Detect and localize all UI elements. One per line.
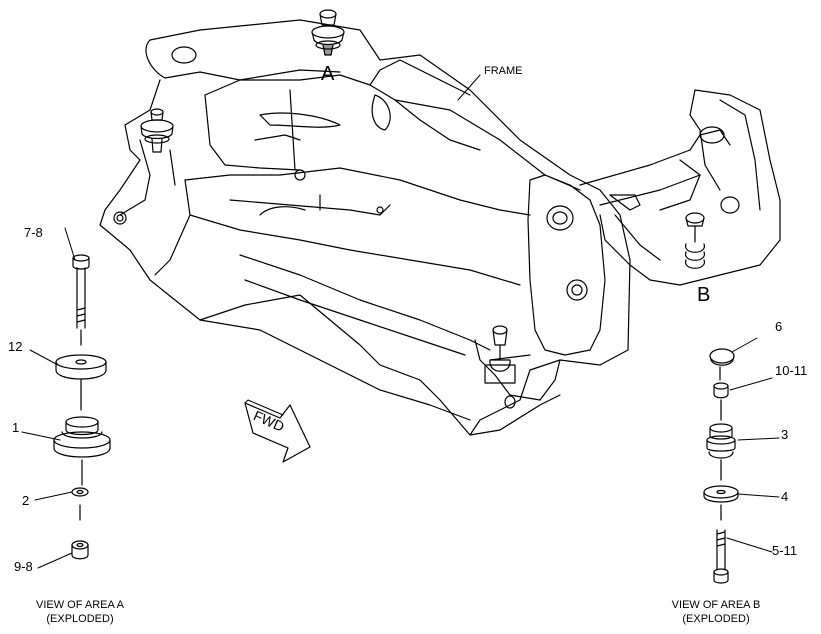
part-label-12: 12 <box>8 339 23 354</box>
caption-a-line1: VIEW OF AREA A <box>35 599 125 611</box>
area-b-label: B <box>697 284 711 306</box>
machine-frame <box>99 19 781 436</box>
part-label-9-8: 9-8 <box>14 559 33 574</box>
frame-label: FRAME <box>484 65 523 77</box>
part-label-6: 6 <box>775 319 783 334</box>
caption-b-line1: VIEW OF AREA B <box>671 599 761 611</box>
area-a-label: A <box>321 63 335 85</box>
part-label-2: 2 <box>22 493 30 508</box>
mount-center-low <box>484 325 516 409</box>
exploded-view-b <box>703 348 739 584</box>
mount-a-top <box>311 9 345 56</box>
exploded-view-a <box>53 254 111 560</box>
caption-area-b: VIEW OF AREA B (EXPLODED) <box>656 599 776 627</box>
mount-left <box>140 108 174 153</box>
part-label-4: 4 <box>781 489 789 504</box>
part-label-10-11: 10-11 <box>775 363 808 378</box>
caption-area-a: VIEW OF AREA A (EXPLODED) <box>20 599 140 627</box>
caption-a-line2: (EXPLODED) <box>46 612 114 625</box>
fwd-arrow <box>244 399 311 463</box>
part-label-3: 3 <box>781 427 789 442</box>
part-label-7-8: 7-8 <box>24 225 43 240</box>
caption-b-line2: (EXPLODED) <box>682 612 750 625</box>
part-label-1: 1 <box>12 420 20 435</box>
mount-b-frame <box>685 212 705 269</box>
part-label-5-11: 5-11 <box>772 543 798 558</box>
leader-lines <box>21 74 780 569</box>
